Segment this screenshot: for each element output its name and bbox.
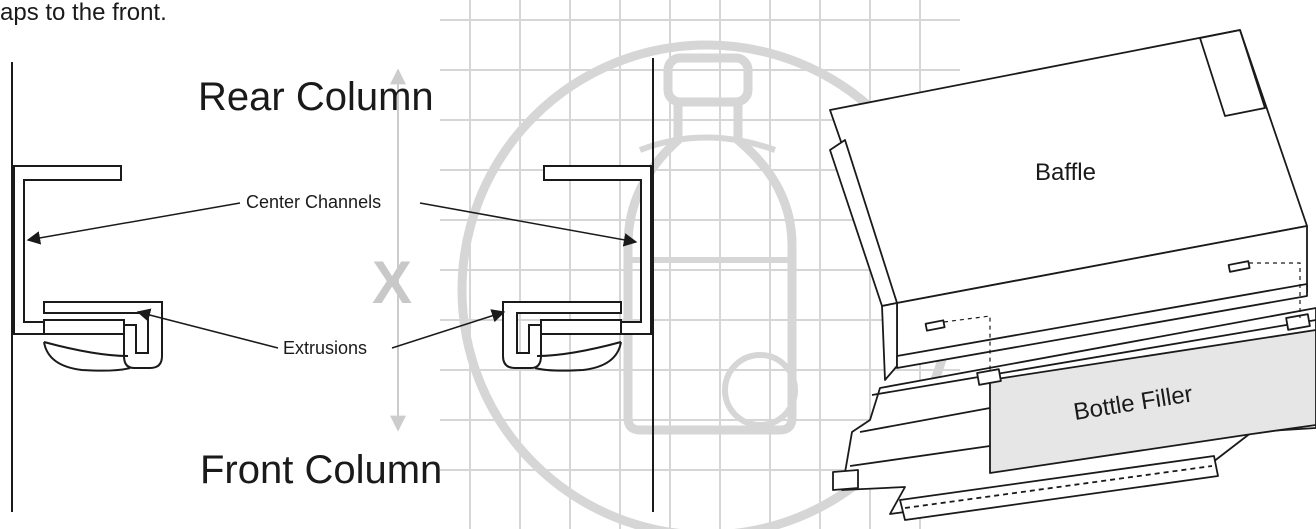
extrusions-label: Extrusions [283, 338, 367, 358]
slot-left [924, 319, 946, 332]
tab-right [1285, 313, 1311, 331]
left-extrusion [43, 301, 163, 369]
tab-left [976, 368, 1002, 386]
rear-column-label: Rear Column [198, 75, 434, 119]
filler-dashed-groove [904, 465, 1213, 509]
left-cross-section [11, 62, 163, 512]
filler-rail-top [849, 319, 1316, 467]
alignment-line-left [943, 315, 991, 372]
center-channels-label: Center Channels [246, 192, 381, 212]
alignment-lines [943, 262, 1301, 372]
baffle-label: Baffle [1035, 159, 1096, 186]
right-extrusion [502, 301, 622, 369]
leader-extrusion-left [136, 308, 279, 349]
baffle-corner-panel [1199, 29, 1266, 117]
baffle-front-rail [896, 283, 1308, 369]
right-extrusion-hook [540, 319, 622, 335]
watermark-bottle [623, 53, 798, 435]
baffle-left-leg [881, 302, 898, 381]
leader-extrusion-right [391, 309, 506, 349]
leader-center-right [419, 202, 638, 247]
baffle-assembly [829, 29, 1316, 521]
right-extrusion-lip [534, 341, 622, 372]
leader-center-left [26, 202, 241, 245]
slot-right [1227, 260, 1251, 273]
intro-text: aps to the front. [0, 0, 167, 26]
filler-bottom-channel [899, 455, 1219, 521]
left-extrusion-hook [43, 319, 125, 335]
alignment-line-right [1249, 262, 1301, 318]
front-column-label: Front Column [200, 448, 442, 492]
dimension-x-left: X [372, 249, 412, 316]
right-cross-section [502, 58, 654, 512]
right-center-channel [543, 165, 652, 335]
left-extrusion-lip [43, 341, 131, 372]
foot-left [832, 469, 859, 491]
bottle-filler-panel [989, 329, 1316, 474]
left-center-channel [13, 165, 122, 335]
leader-lines [26, 202, 638, 349]
